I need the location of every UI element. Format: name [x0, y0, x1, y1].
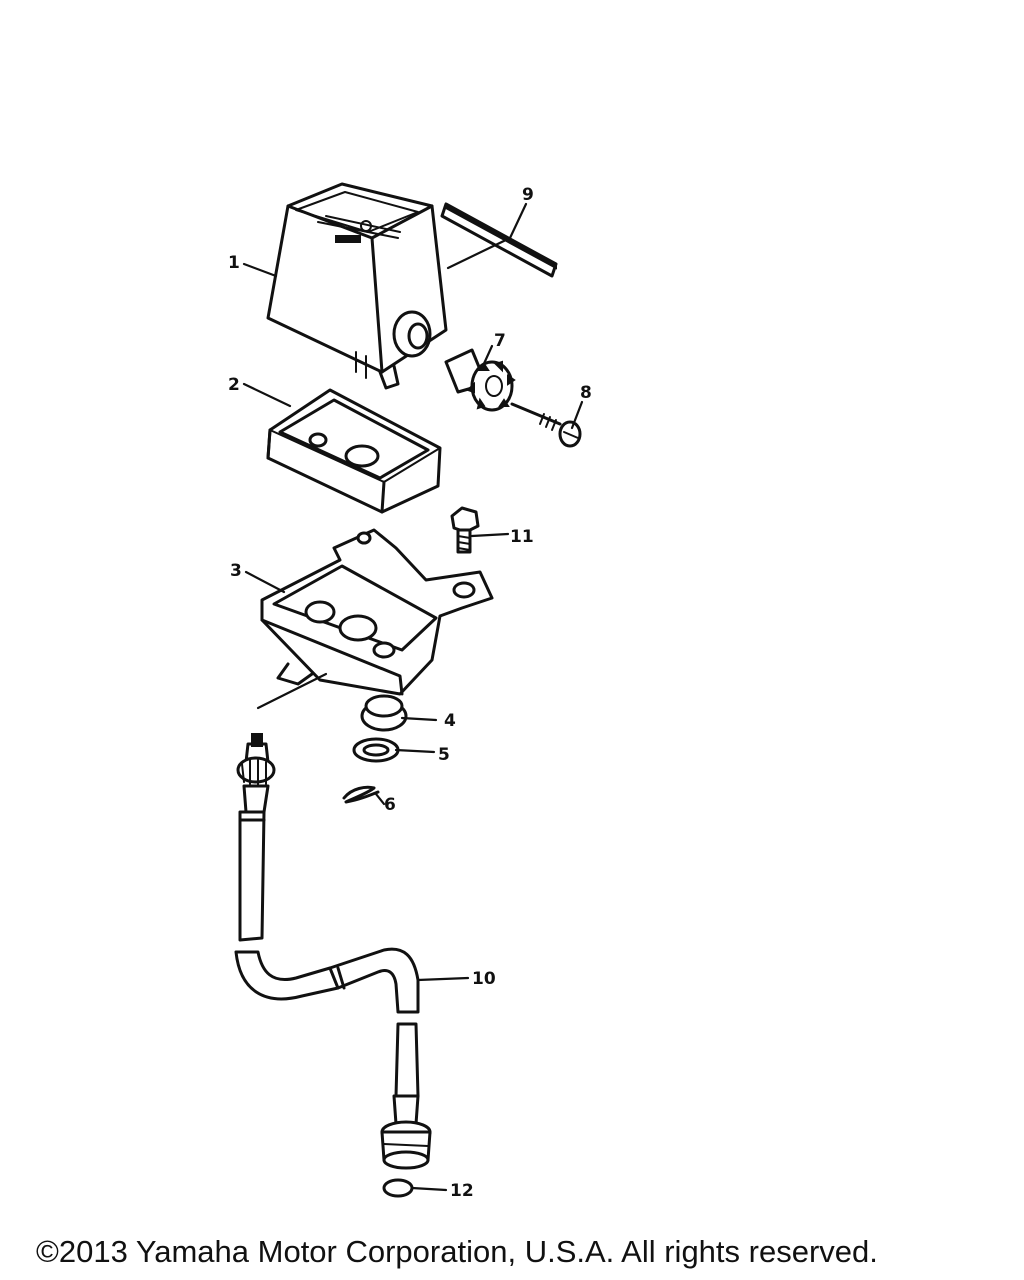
clip-part	[342, 785, 380, 804]
drive-gear	[444, 348, 516, 412]
speedometer-housing	[266, 182, 448, 390]
strip-part	[440, 202, 558, 278]
gasket-tray	[266, 388, 442, 514]
callouts: 1 2 3 4 5 6 7 8 9 10 11 12	[228, 185, 592, 1201]
callout-6: 6	[384, 795, 396, 815]
bolt-part	[450, 506, 480, 554]
speedometer-cable	[234, 733, 432, 1170]
screw-part	[510, 402, 582, 448]
callout-3: 3	[230, 561, 242, 581]
callout-10: 10	[472, 969, 496, 989]
callout-11: 11	[510, 527, 534, 547]
washer-part	[352, 737, 400, 763]
callout-2: 2	[228, 375, 240, 395]
callout-8: 8	[580, 383, 592, 403]
callout-12: 12	[450, 1181, 474, 1201]
bracket-base	[260, 528, 494, 696]
callout-1: 1	[228, 253, 240, 273]
callout-9: 9	[522, 185, 534, 205]
callout-7: 7	[494, 331, 506, 351]
o-ring-part	[382, 1178, 414, 1198]
copyright-notice: ©2013 Yamaha Motor Corporation, U.S.A. A…	[36, 1234, 878, 1269]
grommet-part	[360, 694, 408, 732]
leader-lines	[242, 202, 584, 1192]
callout-5: 5	[438, 745, 450, 765]
callout-4: 4	[444, 711, 456, 731]
